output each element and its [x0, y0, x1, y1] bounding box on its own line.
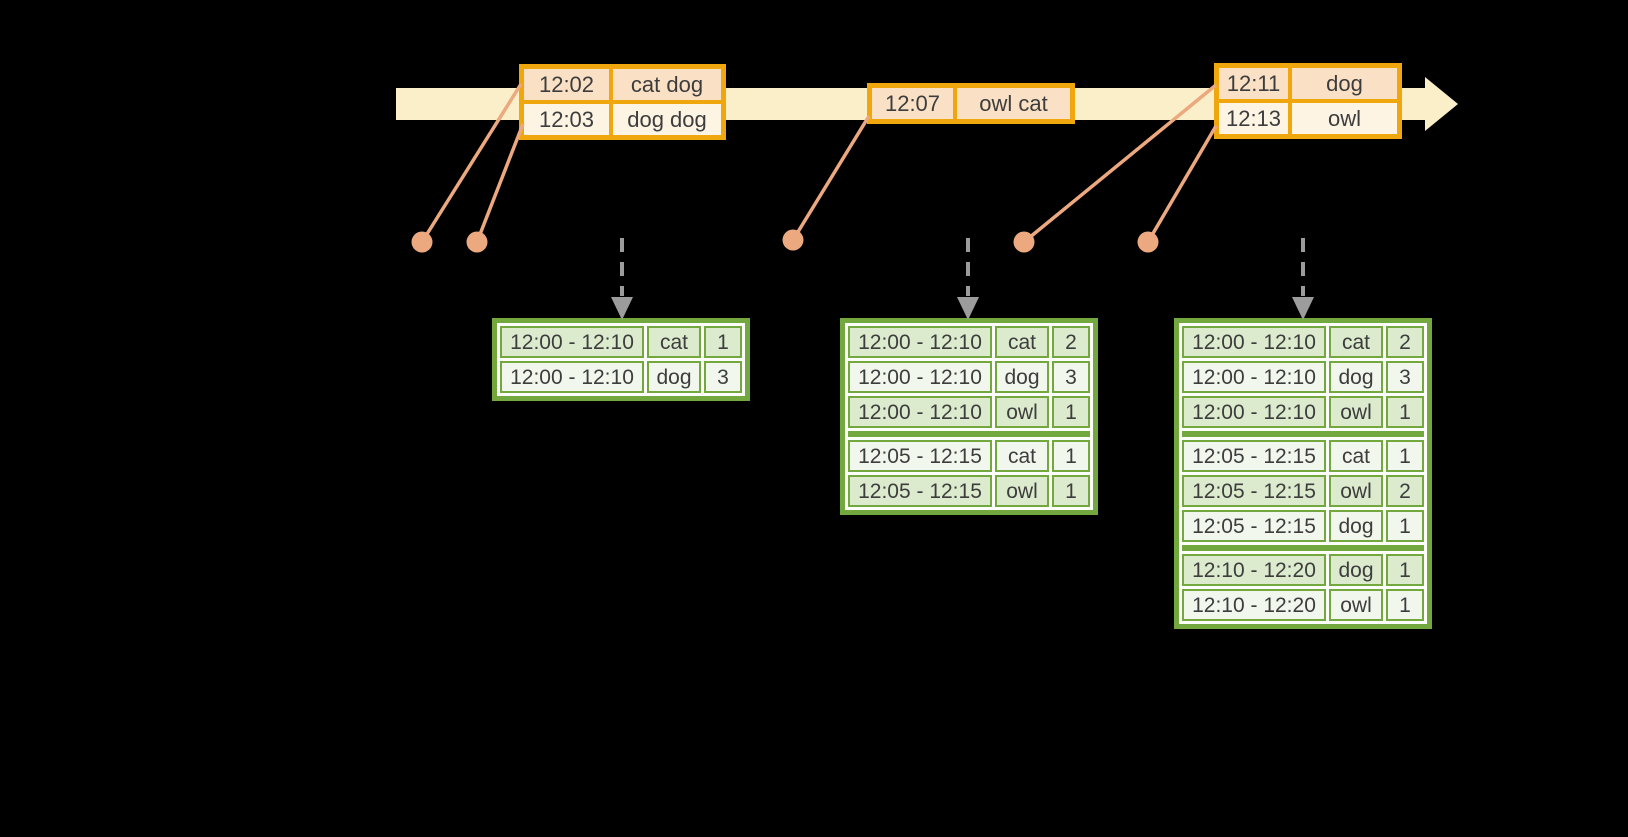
timeline-arrowhead-icon	[1425, 77, 1458, 131]
word: owl	[1329, 475, 1383, 507]
result-row: 12:00 - 12:10 cat 1	[500, 326, 742, 358]
trigger-arrowhead-icon	[957, 297, 979, 320]
count: 3	[1386, 361, 1424, 393]
word: dog	[995, 361, 1049, 393]
event-time: 12:11	[1217, 66, 1290, 101]
result-row: 12:00 - 12:10 cat 2	[1182, 326, 1424, 358]
result-row: 12:00 - 12:10 dog 3	[848, 361, 1090, 393]
window-range: 12:10 - 12:20	[1182, 589, 1326, 621]
trigger-arrowhead-icon	[611, 297, 633, 320]
window-range: 12:00 - 12:10	[500, 326, 644, 358]
word: dog	[1329, 554, 1383, 586]
count: 3	[1052, 361, 1090, 393]
count: 1	[1052, 396, 1090, 428]
window-range: 12:00 - 12:10	[1182, 396, 1326, 428]
event-row: 12:03 dog dog	[522, 102, 723, 137]
result-row: 12:05 - 12:15 owl 1	[848, 475, 1090, 507]
input-batch-table-2: 12:07 owl cat	[867, 83, 1075, 124]
result-row: 12:00 - 12:10 cat 2	[848, 326, 1090, 358]
event-row: 12:13 owl	[1217, 101, 1399, 136]
window-range: 12:05 - 12:15	[1182, 475, 1326, 507]
event-words: owl cat	[955, 86, 1072, 121]
result-row: 12:05 - 12:15 cat 1	[848, 431, 1090, 472]
event-words: cat dog	[611, 67, 723, 102]
event-words: dog	[1290, 66, 1399, 101]
result-table-3: 12:00 - 12:10 cat 2 12:00 - 12:10 dog 3 …	[1174, 318, 1432, 629]
event-dot	[782, 229, 804, 251]
event-words: dog dog	[611, 102, 723, 137]
count: 1	[1052, 440, 1090, 472]
word: cat	[1329, 440, 1383, 472]
event-row: 12:02 cat dog	[522, 67, 723, 102]
word: cat	[647, 326, 701, 358]
window-range: 12:05 - 12:15	[1182, 440, 1326, 472]
window-range: 12:00 - 12:10	[848, 326, 992, 358]
word: dog	[1329, 510, 1383, 542]
result-row: 12:10 - 12:20 owl 1	[1182, 589, 1424, 621]
event-connector-line	[475, 123, 525, 243]
result-row: 12:00 - 12:10 owl 1	[1182, 396, 1424, 428]
count: 1	[1386, 510, 1424, 542]
event-row: 12:07 owl cat	[870, 86, 1072, 121]
count: 1	[1386, 589, 1424, 621]
count: 1	[1386, 396, 1424, 428]
result-row: 12:05 - 12:15 owl 2	[1182, 475, 1424, 507]
window-range: 12:05 - 12:15	[848, 475, 992, 507]
input-batch-table-3: 12:11 dog 12:13 owl	[1214, 63, 1402, 139]
window-range: 12:00 - 12:10	[500, 361, 644, 393]
word: cat	[995, 326, 1049, 358]
event-connector-line	[791, 115, 871, 241]
count: 1	[1386, 554, 1424, 586]
word: cat	[995, 440, 1049, 472]
count: 1	[704, 326, 742, 358]
result-row: 12:00 - 12:10 dog 3	[1182, 361, 1424, 393]
event-dot	[1013, 231, 1035, 253]
word: owl	[1329, 396, 1383, 428]
event-time: 12:07	[870, 86, 955, 121]
window-range: 12:00 - 12:10	[848, 361, 992, 393]
word: dog	[1329, 361, 1383, 393]
word: owl	[1329, 589, 1383, 621]
count: 3	[704, 361, 742, 393]
count: 1	[1386, 440, 1424, 472]
event-row: 12:11 dog	[1217, 66, 1399, 101]
window-range: 12:05 - 12:15	[1182, 510, 1326, 542]
input-batch-table-1: 12:02 cat dog 12:03 dog dog	[519, 64, 726, 140]
window-range: 12:05 - 12:15	[848, 440, 992, 472]
word: owl	[995, 475, 1049, 507]
event-time: 12:03	[522, 102, 611, 137]
event-connector-line	[1146, 125, 1218, 243]
result-table-1: 12:00 - 12:10 cat 1 12:00 - 12:10 dog 3	[492, 318, 750, 401]
window-range: 12:00 - 12:10	[1182, 326, 1326, 358]
result-row: 12:05 - 12:15 dog 1	[1182, 510, 1424, 542]
word: owl	[995, 396, 1049, 428]
result-row: 12:05 - 12:15 cat 1	[1182, 431, 1424, 472]
window-range: 12:10 - 12:20	[1182, 554, 1326, 586]
word: dog	[647, 361, 701, 393]
event-dot	[411, 231, 433, 253]
word: cat	[1329, 326, 1383, 358]
event-time: 12:13	[1217, 101, 1290, 136]
count: 2	[1386, 326, 1424, 358]
window-range: 12:00 - 12:10	[1182, 361, 1326, 393]
count: 2	[1052, 326, 1090, 358]
event-words: owl	[1290, 101, 1399, 136]
event-dot	[466, 231, 488, 253]
count: 1	[1052, 475, 1090, 507]
result-table-2: 12:00 - 12:10 cat 2 12:00 - 12:10 dog 3 …	[840, 318, 1098, 515]
result-row: 12:00 - 12:10 dog 3	[500, 361, 742, 393]
event-time: 12:02	[522, 67, 611, 102]
result-row: 12:00 - 12:10 owl 1	[848, 396, 1090, 428]
result-row: 12:10 - 12:20 dog 1	[1182, 545, 1424, 586]
count: 2	[1386, 475, 1424, 507]
window-range: 12:00 - 12:10	[848, 396, 992, 428]
trigger-arrowhead-icon	[1292, 297, 1314, 320]
event-dot	[1137, 231, 1159, 253]
